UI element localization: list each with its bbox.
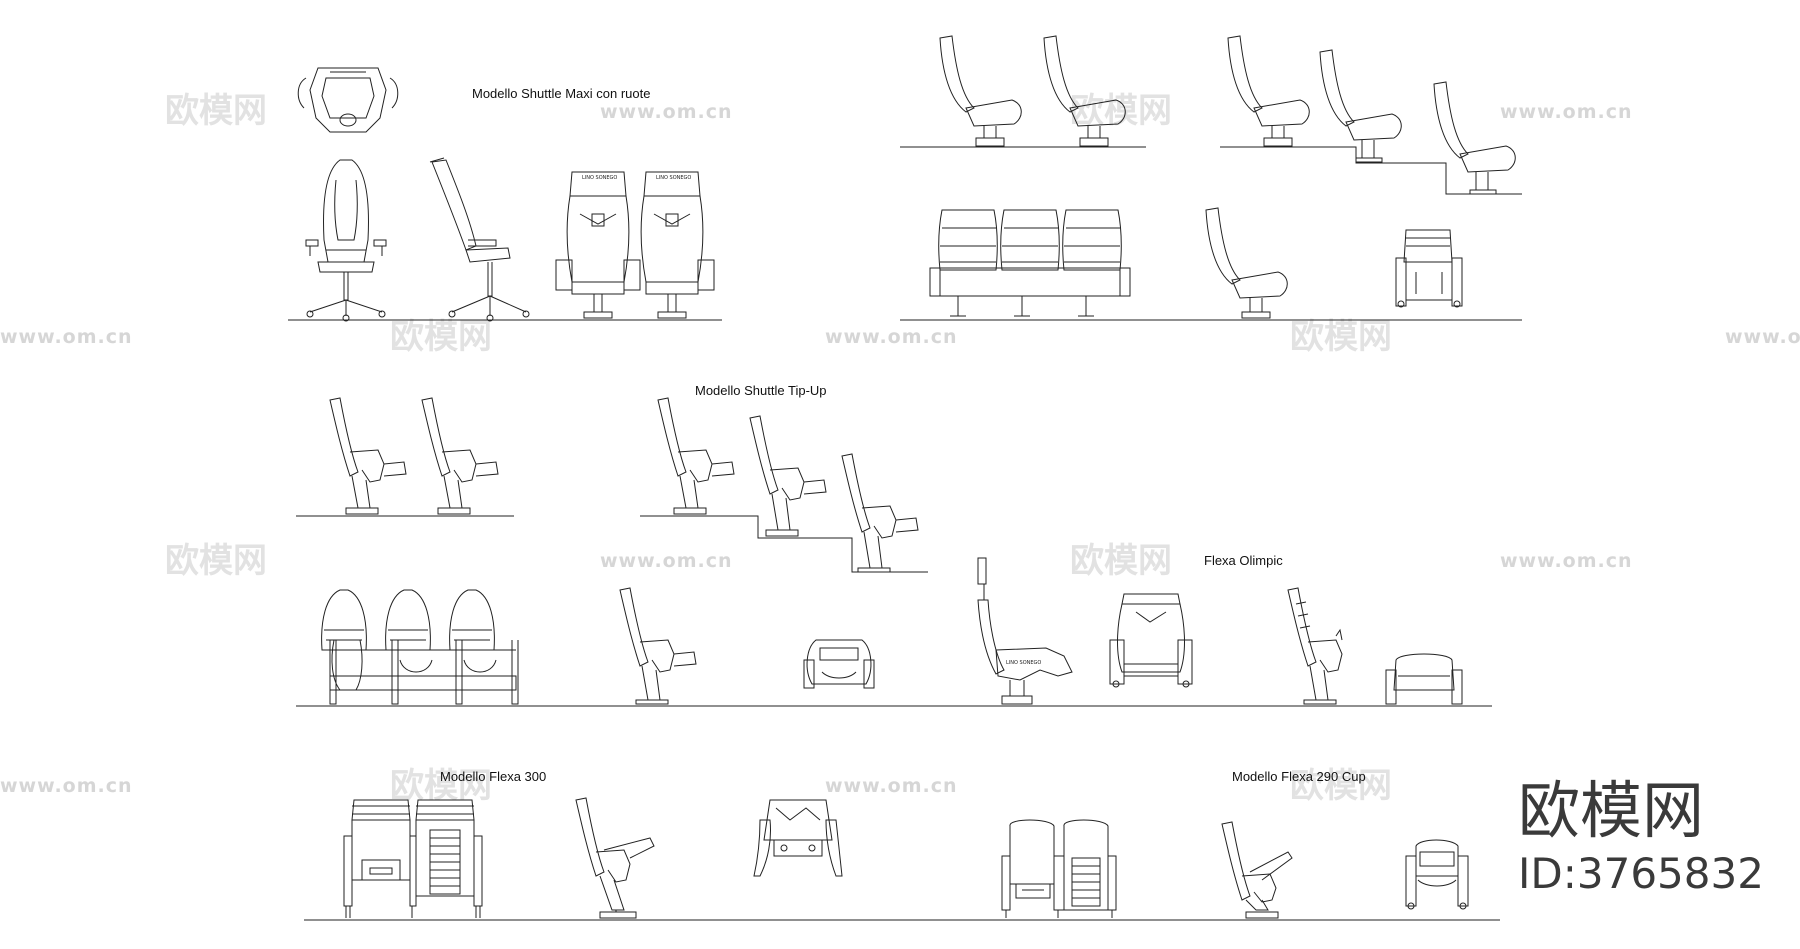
- shuttle-maxi-group: Modello Shuttle Maxi con ruote: [288, 67, 722, 322]
- watermark-cn: 欧模网: [1290, 766, 1392, 806]
- shuttle-tipup-group: Modello Shuttle Tip-Up: [296, 383, 928, 573]
- stepped-floor: [1220, 146, 1522, 195]
- watermark-cn: 欧模网: [390, 766, 492, 806]
- headrest-label: LINO SONEGO: [656, 175, 691, 181]
- recliner-side-views: [900, 35, 1522, 195]
- title-flexa-olimpic: Flexa Olimpic: [1204, 553, 1283, 568]
- watermark-cn: 欧模网: [390, 317, 492, 357]
- watermark-layer: 欧模网 欧模网 www.om.cn www.om.cn www.om.cn 欧模…: [0, 91, 1800, 806]
- maxi-side-view: [429, 157, 530, 322]
- brand-logo-text: 欧模网: [1518, 774, 1704, 847]
- maxi-seat-pair: LINO SONEGO LINO SONEGO: [555, 171, 715, 319]
- flexa-290-group: Modello Flexa 290 Cup: [1001, 769, 1469, 919]
- watermark-url: www.om.cn: [0, 775, 133, 797]
- watermark-url: www.om.cn: [600, 101, 733, 123]
- olimpic-side-label: LINO SONEGO: [1006, 660, 1041, 666]
- flexa-300-group: Modello Flexa 300: [304, 769, 1500, 921]
- maxi-top-view: [297, 67, 399, 133]
- headrest-label: LINO SONEGO: [582, 175, 617, 181]
- maxi-front-view: [305, 159, 387, 322]
- watermark-cn: 欧模网: [165, 541, 267, 581]
- brand-block: 欧模网 ID:3765832: [1518, 774, 1764, 898]
- title-flexa-300: Modello Flexa 300: [440, 769, 546, 784]
- title-shuttle-maxi: Modello Shuttle Maxi con ruote: [472, 86, 650, 101]
- title-flexa-290: Modello Flexa 290 Cup: [1232, 769, 1366, 784]
- watermark-cn: 欧模网: [165, 91, 267, 131]
- watermark-url: www.om.cn: [1725, 326, 1800, 348]
- watermark-url: www.om.cn: [600, 550, 733, 572]
- watermark-url: www.om.cn: [1500, 101, 1633, 123]
- watermark-cn: 欧模网: [1070, 91, 1172, 131]
- watermark-url: www.om.cn: [0, 326, 133, 348]
- watermark-url: www.om.cn: [1500, 550, 1633, 572]
- watermark-cn: 欧模网: [1290, 317, 1392, 357]
- recliner-row-views: [900, 207, 1522, 321]
- watermark-url: www.om.cn: [825, 326, 958, 348]
- brand-id: ID:3765832: [1518, 849, 1764, 898]
- watermark-url: www.om.cn: [825, 775, 958, 797]
- flexa-olimpic-group: Flexa Olimpic LINO SONEGO: [296, 553, 1492, 707]
- stepped-floor: [640, 515, 928, 573]
- title-shuttle-tipup: Modello Shuttle Tip-Up: [695, 383, 827, 398]
- watermark-cn: 欧模网: [1070, 541, 1172, 581]
